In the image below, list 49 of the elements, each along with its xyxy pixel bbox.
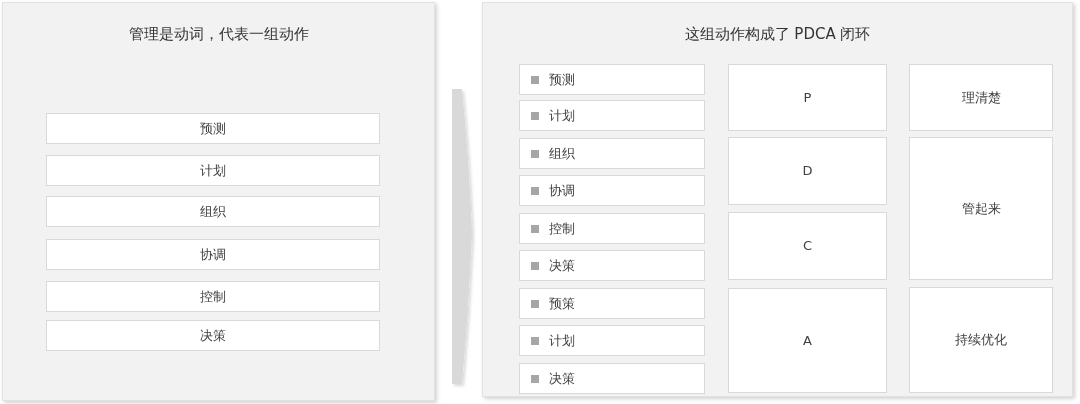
panel-title: 这组动作构成了 PDCA 闭环 — [684, 24, 871, 44]
action-card — [519, 64, 705, 95]
result-card — [909, 287, 1053, 393]
phase-letter: C — [802, 237, 813, 255]
phase-card — [728, 212, 887, 280]
result-label: 持续优化 — [955, 331, 1007, 349]
action-label: 计划 — [549, 331, 575, 350]
result-label: 理清楚 — [961, 88, 1001, 107]
phase-card — [728, 64, 887, 131]
phase-letter: D — [802, 162, 813, 180]
action-label: 决策 — [549, 369, 575, 388]
action-card — [46, 113, 380, 144]
action-card — [519, 138, 705, 169]
action-label: 决策 — [200, 326, 226, 345]
action-card — [46, 196, 380, 227]
action-label: 计划 — [549, 106, 575, 125]
action-card — [46, 281, 380, 312]
action-card — [519, 175, 705, 206]
action-card — [519, 100, 705, 131]
panel — [2, 2, 435, 401]
action-card — [519, 363, 705, 394]
action-label: 预测 — [549, 70, 575, 89]
action-label: 控制 — [549, 219, 575, 238]
phase-letter: A — [803, 331, 812, 350]
result-card — [909, 137, 1053, 280]
action-card — [46, 155, 380, 186]
panel — [482, 2, 1073, 397]
action-card — [46, 239, 380, 270]
action-card — [519, 213, 705, 244]
action-label: 协调 — [549, 181, 575, 200]
result-label: 管起来 — [961, 199, 1001, 218]
phase-card — [728, 137, 887, 205]
action-label: 组织 — [200, 202, 226, 221]
action-label: 控制 — [200, 287, 226, 306]
action-label: 预策 — [549, 294, 575, 313]
action-label: 预测 — [200, 119, 226, 138]
panel-title: 管理是动词，代表一组动作 — [128, 24, 309, 44]
action-label: 计划 — [200, 161, 226, 180]
action-label: 协调 — [200, 245, 226, 264]
phase-letter: P — [803, 88, 812, 107]
action-card — [519, 288, 705, 319]
action-label: 组织 — [549, 144, 575, 163]
chevron-arrow — [452, 89, 472, 384]
action-card — [519, 250, 705, 281]
action-card — [519, 325, 705, 356]
action-card — [46, 320, 380, 351]
result-card — [909, 64, 1053, 131]
action-label: 决策 — [549, 256, 575, 275]
phase-card — [728, 288, 887, 393]
